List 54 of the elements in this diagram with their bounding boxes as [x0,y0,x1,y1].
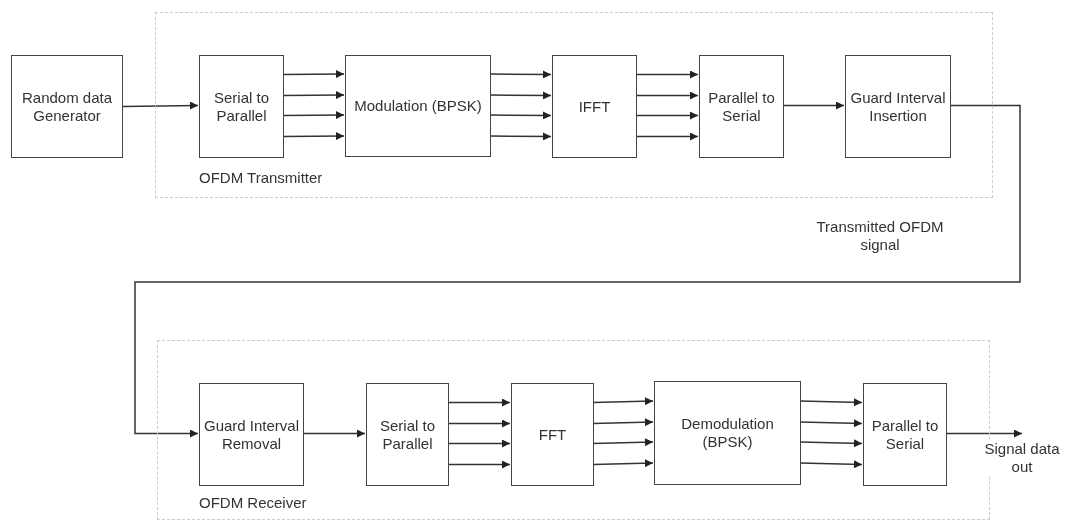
block-label: Guard Interval Insertion [849,88,947,125]
arrow [945,429,1023,438]
arrow [635,70,699,79]
arrow [302,429,366,438]
dashed-group-frame [155,12,993,198]
process-box [845,55,951,158]
block-label: Parallel to Serial [707,88,776,125]
block-label: FFT [538,425,567,444]
process-box [199,55,284,158]
block-label: Modulation (BPSK) [354,97,482,115]
arrow [447,439,511,448]
block-label: Random data Generator [20,88,114,125]
arrow [447,398,511,407]
process-box [11,55,123,158]
arrow [635,111,699,120]
arrow [282,132,345,141]
process-box [863,383,947,486]
process-box [199,383,304,486]
arrow [447,460,511,469]
block-label: Demodulation (BPSK) [680,415,775,451]
arrow [489,91,552,100]
arrow [134,104,1021,438]
arrow [635,132,699,141]
arrow [592,418,654,427]
arrow [489,70,552,79]
arrow [782,101,845,110]
block-label: Serial to Parallel [379,416,436,453]
process-box [366,383,449,486]
arrow [799,398,863,407]
block-label: Serial to Parallel [213,88,270,125]
arrow [282,111,345,120]
process-box [699,55,784,158]
block-label: IFFT [578,97,611,116]
arrow [592,397,654,406]
arrow [635,91,699,100]
process-box [552,55,637,158]
arrow [489,111,552,120]
process-box [654,381,801,485]
arrow [447,419,511,428]
block-label: Parallel to Serial [870,416,940,453]
arrow [799,419,863,428]
arrow [489,132,552,141]
arrow [799,439,863,448]
process-box [345,55,491,157]
block-label: Guard Interval Removal [202,416,300,453]
arrow [799,460,863,469]
group-label: OFDM Transmitter [199,169,323,186]
arrow [282,91,345,100]
arrow [592,438,654,447]
arrow [592,459,654,468]
process-box [511,383,594,486]
arrow [282,70,345,79]
arrow [122,101,199,110]
group-label: OFDM Receiver [199,494,307,511]
